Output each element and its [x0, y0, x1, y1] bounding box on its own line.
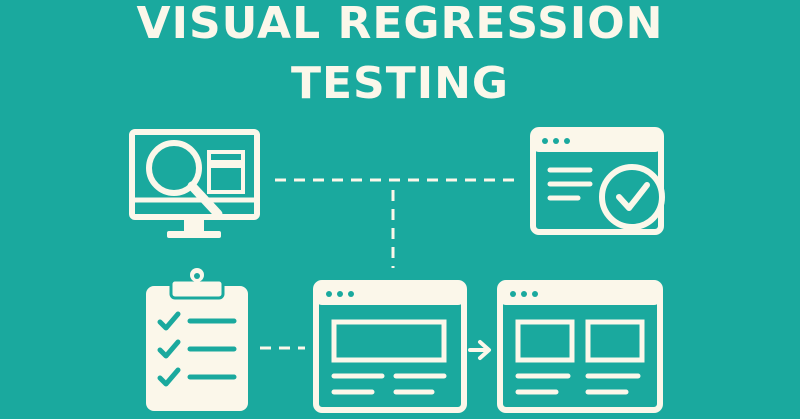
clipboard-checklist-icon [146, 268, 248, 411]
connectors [260, 178, 520, 350]
title-line-1: VISUAL REGRESSION [136, 0, 664, 49]
arrow-right-icon [468, 340, 491, 360]
browser-window-baseline-icon [313, 280, 467, 413]
monitor-magnifier-icon [129, 129, 260, 238]
browser-window-comparison-icon [497, 280, 663, 413]
browser-window-check-icon [530, 127, 665, 235]
title-line-2: TESTING [290, 58, 510, 109]
